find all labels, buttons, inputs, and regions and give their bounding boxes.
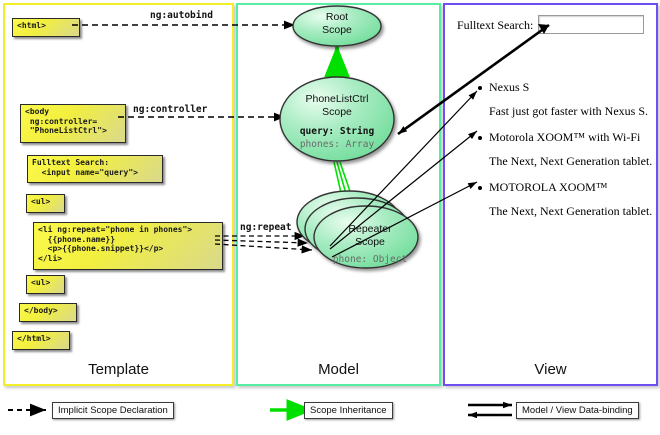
databinding-query-to-view-arrowhead (538, 24, 549, 34)
code-box-search: Fulltext Search: <input name="query"> (27, 155, 163, 183)
databinding-query-to-scope (397, 23, 550, 136)
scope-ctrl-line2: Scope (322, 106, 352, 118)
connector-ng-repeat-3 (214, 243, 313, 254)
code-box-html-open: <html> (12, 18, 80, 37)
code-box-ul-open: <ul> (26, 194, 65, 213)
scope-root-line1: Root (326, 11, 348, 23)
view-item-snippet-3: The Next, Next Generation tablet. (489, 204, 653, 218)
code-box-body-open: <body ng:controller= "PhoneListCtrl"> (20, 104, 126, 143)
legend-label-databinding: Model / View Data-binding (516, 402, 639, 419)
code-box-body-close: </body> (19, 303, 77, 322)
scope-root-line2: Scope (322, 24, 352, 36)
label-ng-autobind: ng:autobind (150, 10, 213, 21)
view-bullet-2 (478, 136, 482, 140)
view-item-name-2: Motorola XOOM™ with Wi-Fi (489, 130, 641, 144)
view-item-name-3: MOTOROLA XOOM™ (489, 180, 608, 194)
view-item-name-1: Nexus S (489, 80, 530, 94)
panel-view: View (443, 3, 658, 386)
legend-label-implicit: Implicit Scope Declaration (52, 402, 174, 419)
scope-ctrl-prop-phones: phones: Array (300, 139, 375, 150)
code-box-ul-close: <ul> (26, 275, 65, 294)
label-ng-repeat: ng:repeat (240, 222, 292, 233)
view-search-label: Fulltext Search: (457, 18, 534, 32)
databinding-item-3 (331, 181, 478, 258)
view-bullet-3 (478, 186, 482, 190)
view-search-input[interactable] (538, 15, 644, 34)
panel-model: Model (236, 3, 441, 386)
view-bullet-1 (478, 86, 482, 90)
scope-repeater-line2: Scope (355, 236, 385, 248)
code-box-li-repeat: <li ng:repeat="phone in phones"> {{phone… (33, 222, 223, 270)
panel-view-title: View (534, 361, 567, 378)
view-item-snippet-2: The Next, Next Generation tablet. (489, 154, 653, 168)
label-ng-controller: ng:controller (133, 104, 208, 115)
databinding-item-2 (329, 130, 478, 250)
panel-template-title: Template (88, 361, 149, 378)
databinding-item-1 (329, 90, 478, 247)
scope-ctrl-line1: PhoneListCtrl (305, 93, 368, 105)
scope-ctrl-prop-query: query: String (300, 126, 375, 137)
scope-repeater-prop-phone: phone: Object (333, 254, 407, 265)
panel-model-title: Model (318, 361, 359, 378)
code-box-html-close: </html> (12, 331, 70, 350)
view-item-snippet-1: Fast just got faster with Nexus S. (489, 104, 648, 118)
legend: Implicit Scope Declaration Scope Inherit… (0, 392, 660, 435)
connector-ng-repeat-2 (214, 238, 309, 247)
legend-label-inheritance: Scope Inheritance (304, 402, 393, 419)
